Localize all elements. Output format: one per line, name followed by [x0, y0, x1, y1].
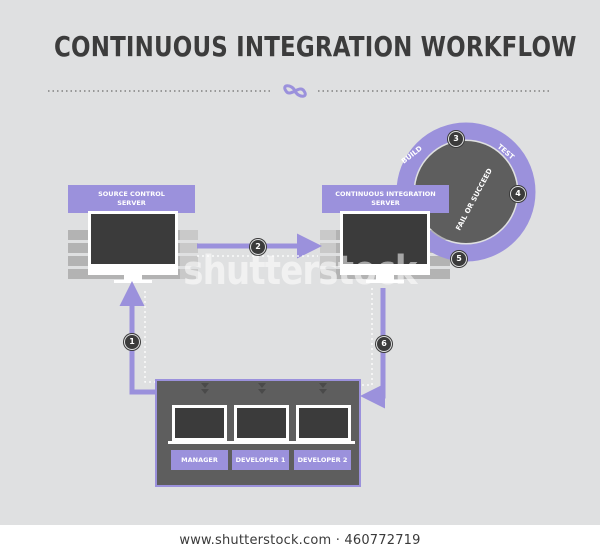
developer-2-label-box — [294, 450, 351, 470]
title-divider — [48, 84, 552, 98]
workstation-developer-1-label: DEVELOPER 1 — [235, 456, 286, 464]
step-badge-1: 1 — [124, 334, 140, 350]
workstations-box — [155, 379, 361, 487]
step-badge-6: 6 — [376, 336, 392, 352]
workflow-diagram — [48, 84, 552, 487]
step-badge-5: 5 — [451, 251, 467, 267]
laptop-icon-developer-1 — [230, 405, 293, 444]
workstation-developer-2-label: DEVELOPER 2 — [297, 456, 348, 464]
diagram-canvas: CONTINUOUS INTEGRATION WORKFLOW — [0, 0, 600, 525]
monitor-icon — [340, 211, 430, 283]
manager-label-box — [171, 450, 228, 470]
source-control-server — [68, 185, 198, 283]
infinity-icon — [283, 84, 307, 98]
developer-1-label-box — [232, 450, 289, 470]
image-footer: www.shutterstock.com · 460772719 — [179, 533, 421, 548]
workstation-manager-label: MANAGER — [181, 456, 218, 464]
laptop-icon-manager — [168, 405, 231, 444]
monitor-icon — [88, 211, 178, 283]
step-badge-4: 4 — [510, 186, 526, 202]
laptop-icon-developer-2 — [292, 405, 355, 444]
source-server-label-box — [68, 185, 195, 213]
ci-server — [320, 122, 536, 283]
page-title: CONTINUOUS INTEGRATION WORKFLOW — [54, 30, 577, 63]
step-badge-3: 3 — [448, 131, 464, 147]
step-badge-2: 2 — [250, 239, 266, 255]
ci-server-label-box — [322, 185, 449, 213]
